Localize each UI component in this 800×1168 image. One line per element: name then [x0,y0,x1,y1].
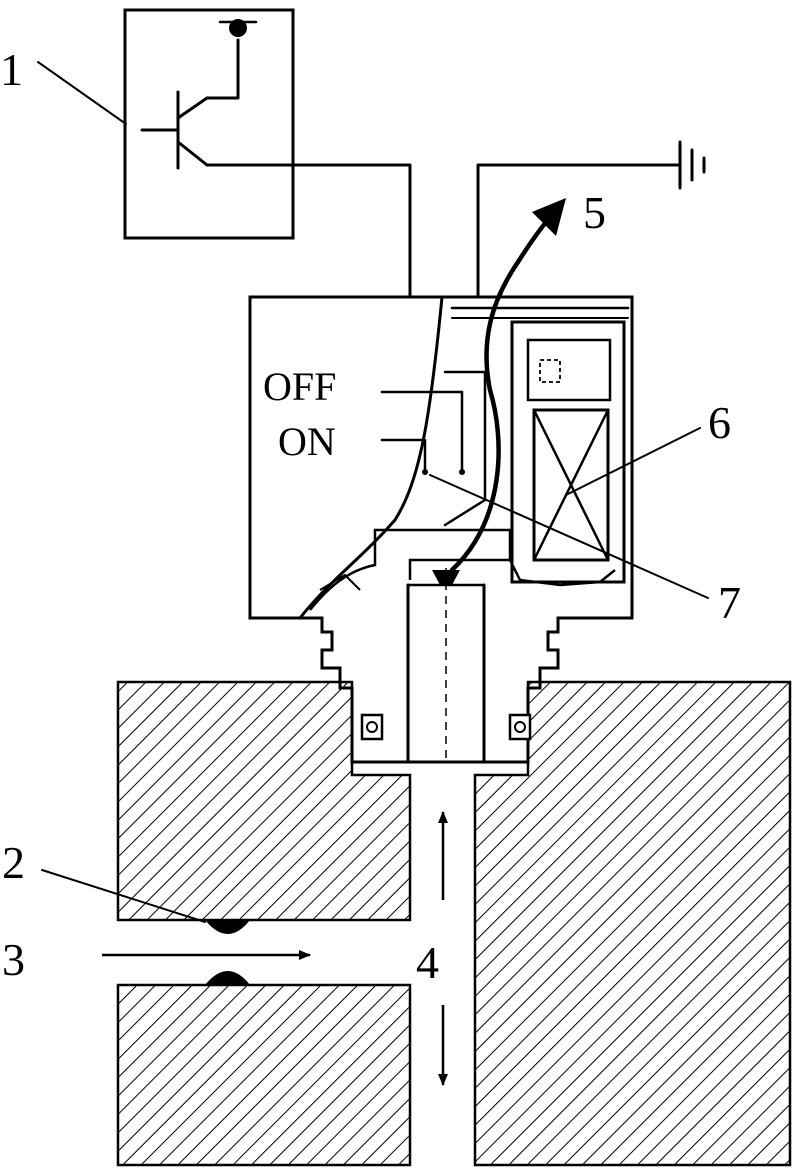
label-part-2: 2 [2,837,25,888]
droplets [205,920,250,985]
label-part-1: 1 [0,44,23,95]
wiring [291,140,706,297]
label-part-4: 4 [416,937,439,988]
label-switch-off: OFF [263,364,336,409]
upper-droplet [205,920,250,934]
solenoid-coil [510,320,626,584]
workpiece-body [116,680,792,1167]
exhaust-arrowhead-icon [532,198,566,236]
valve-tip [432,570,460,585]
right-block [473,680,792,1167]
label-part-6: 6 [708,397,731,448]
switch-contacts [380,370,487,527]
label-part-5: 5 [583,187,606,238]
supply-terminal-icon [229,19,247,37]
upper-left-block [116,680,412,922]
lower-left-block [116,983,412,1167]
ground-icon [678,140,706,190]
o-ring-right [508,713,532,741]
label-switch-on: ON [278,419,336,464]
exhaust-flow-arrow [449,205,561,573]
label-part-7: 7 [718,577,741,628]
coil-winding [532,408,610,562]
valve-housing [248,295,634,764]
control-box [123,8,295,240]
o-ring-left [360,713,384,741]
label-part-3: 3 [2,934,25,985]
leader-lines [37,61,709,923]
lower-droplet [205,971,250,985]
